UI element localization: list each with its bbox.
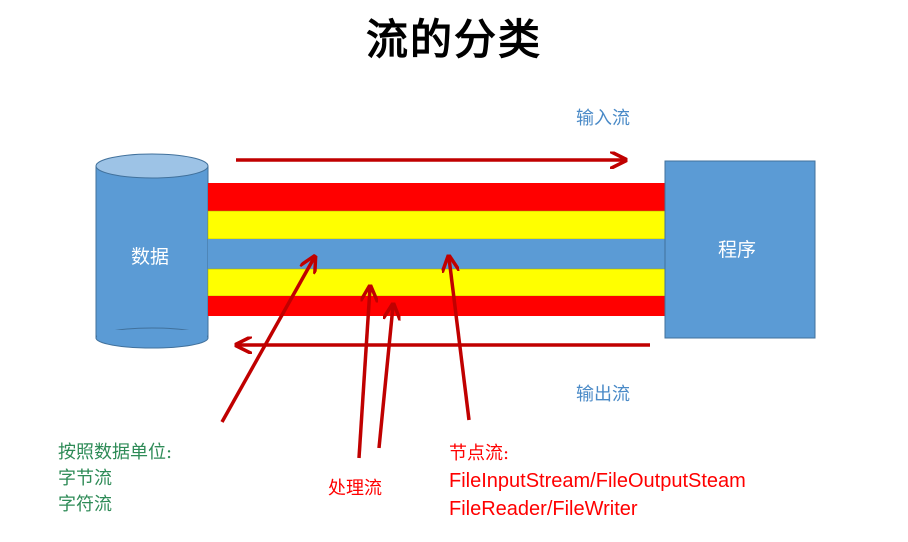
processing-pointer-arrow-2 <box>377 306 393 449</box>
processing-pointer-arrow-1 <box>357 288 370 459</box>
pipe-stripe-yellow-top <box>207 210 666 240</box>
data-cylinder <box>95 153 209 349</box>
node-stream-heading: 节点流: <box>449 443 510 464</box>
pipe-stripe-blue-center <box>208 239 665 269</box>
char-stream-item: 字符流 <box>58 494 112 515</box>
pipe-stripe-red-top <box>208 183 665 211</box>
node-stream-block: 节点流: FileInputStream/FileOutputSteam Fil… <box>449 441 746 523</box>
program-box <box>664 160 816 339</box>
node-stream-reader-writer-item: FileReader/FileWriter <box>449 498 638 520</box>
unit-classification-heading: 按照数据单位: <box>58 442 173 463</box>
slide-title: 流的分类 <box>365 15 542 64</box>
byte-stream-item: 字节流 <box>58 468 112 489</box>
pipe-stripe-yellow-bottom <box>207 268 666 297</box>
unit-classification-block: 按照数据单位: 字节流 字符流 <box>58 440 172 518</box>
output-stream-label: 输出流 <box>576 384 630 405</box>
node-pointer-arrow <box>449 258 471 421</box>
data-label: 数据 <box>131 246 170 268</box>
unit-pointer-arrow <box>220 258 314 423</box>
program-label: 程序 <box>718 239 757 261</box>
node-stream-file-stream-item: FileInputStream/FileOutputSteam <box>449 470 746 492</box>
processing-stream-label: 处理流 <box>328 478 382 499</box>
stream-pipe <box>207 183 666 316</box>
input-stream-label: 输入流 <box>576 108 630 129</box>
pipe-stripe-red-bottom <box>208 296 665 316</box>
